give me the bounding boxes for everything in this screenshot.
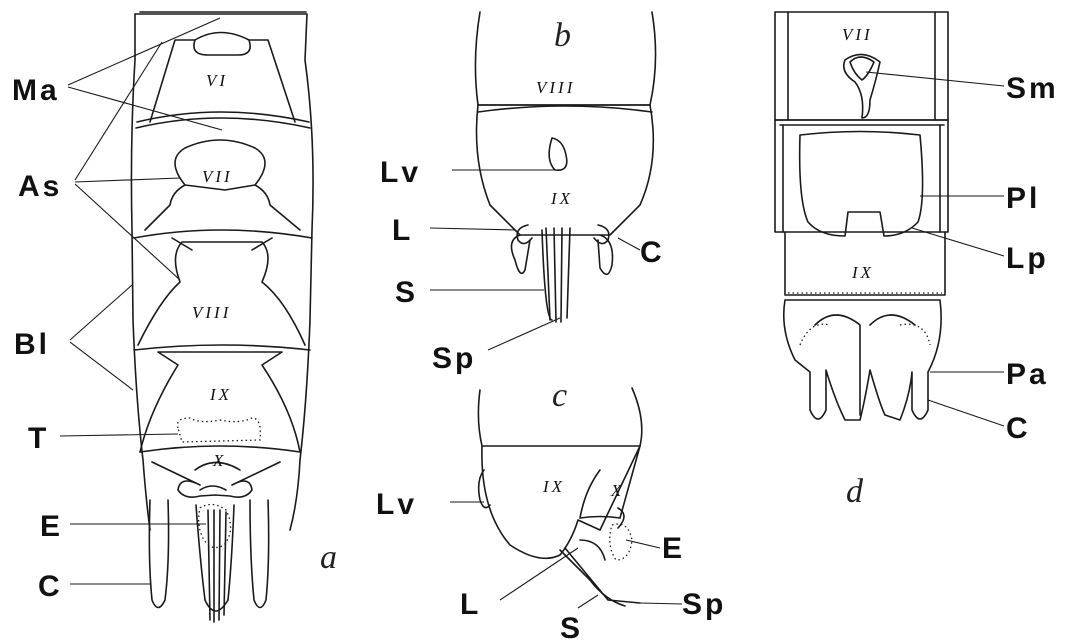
panel-b-drawing <box>475 12 655 322</box>
panel-letter-d: d <box>846 473 864 510</box>
label-sp-b: Sp <box>432 342 476 375</box>
panel-letter-a: a <box>320 539 337 576</box>
label-lv-b: Lv <box>380 156 421 189</box>
segment-vii-label-d: VII <box>842 25 873 44</box>
label-s-c: S <box>560 612 583 642</box>
label-t: T <box>28 422 49 455</box>
label-s-b: S <box>395 276 418 309</box>
label-c-b: C <box>640 236 665 269</box>
panel-a-leaders <box>60 18 222 584</box>
segment-viii-label-a: VIII <box>192 303 231 322</box>
label-c-d: C <box>1006 412 1031 445</box>
segment-x-label-c: X <box>610 481 624 500</box>
label-e-a: E <box>40 510 63 543</box>
label-l-c: L <box>460 588 481 621</box>
label-lv-c: Lv <box>376 488 417 521</box>
label-bl: Bl <box>14 328 50 361</box>
label-pl: Pl <box>1006 182 1040 215</box>
label-sp-c: Sp <box>682 588 726 621</box>
label-lp: Lp <box>1006 242 1049 275</box>
label-sm: Sm <box>1006 72 1059 105</box>
segment-vi-label: VI <box>206 71 228 90</box>
label-c-a: C <box>38 570 63 603</box>
segment-ix-label-d: IX <box>851 263 874 282</box>
label-e-c: E <box>662 532 685 565</box>
panel-letter-c: c <box>552 377 567 414</box>
panel-b-leaders <box>430 170 640 350</box>
panel-d-drawing <box>775 12 948 420</box>
label-pa: Pa <box>1006 358 1049 391</box>
segment-viii-label-b: VIII <box>536 78 575 97</box>
label-ma: Ma <box>12 74 60 107</box>
label-l-b: L <box>392 214 413 247</box>
label-as: As <box>18 170 62 203</box>
segment-vii-label-a: VII <box>202 167 233 186</box>
panel-letter-b: b <box>554 17 571 54</box>
segment-x-label-a: X <box>212 451 226 470</box>
segment-ix-label-c: IX <box>542 477 565 496</box>
segment-ix-label-b: IX <box>550 189 573 208</box>
segment-ix-label-a: IX <box>209 385 232 404</box>
